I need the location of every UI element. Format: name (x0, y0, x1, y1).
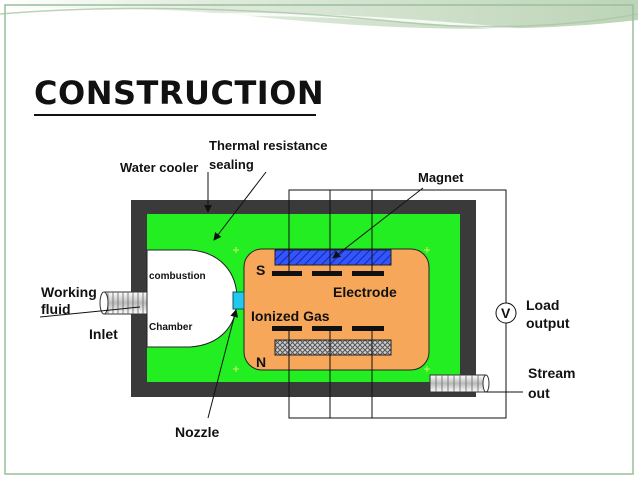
label-load-output-line1: Load (526, 297, 560, 313)
electrodes-top (272, 271, 384, 276)
electrode-top-1 (272, 271, 302, 276)
label-stream-out-line2: out (528, 385, 550, 401)
electrode-top-3 (352, 271, 384, 276)
label-s-pole: S (256, 262, 266, 278)
voltmeter-circle (495, 302, 517, 324)
slide-border (4, 4, 634, 475)
slide-title: CONSTRUCTION (34, 74, 325, 112)
electrode-bottom-2 (312, 326, 342, 331)
channel-ticks (233, 247, 430, 372)
label-chamber: Chamber (149, 322, 193, 333)
electrode-bottom-1 (272, 326, 302, 331)
label-n-pole: N (256, 354, 267, 370)
label-nozzle: Nozzle (175, 424, 220, 440)
label-inlet: Inlet (89, 326, 118, 342)
electrodes-bottom (272, 326, 384, 331)
nozzle-block (232, 291, 245, 310)
header-band (0, 0, 638, 34)
title-underline (34, 114, 316, 116)
arrow-magnet (332, 187, 424, 259)
label-thermal-resistance: Thermal resistance (209, 138, 328, 153)
magnet-bottom (274, 339, 392, 356)
arrow-thermal-resistance (213, 171, 267, 241)
arrow-nozzle (207, 309, 239, 419)
stream-out-pipe (429, 374, 490, 393)
label-ionized-gas: Ionized Gas (251, 308, 330, 324)
inlet-pipe (99, 291, 148, 315)
label-combustion: combustion (149, 271, 206, 282)
label-sealing: sealing (209, 157, 254, 172)
label-working-fluid-line2: fluid (41, 301, 71, 317)
electrode-top-2 (312, 271, 342, 276)
label-working-fluid-line1: Working (41, 284, 97, 300)
leader-lines (204, 171, 424, 419)
label-load-output-line2: output (526, 315, 570, 331)
electrode-bottom-3 (352, 326, 384, 331)
working-fluid-flow-line (39, 306, 141, 318)
label-electrode: Electrode (333, 284, 397, 300)
label-stream-out-line1: Stream (528, 365, 576, 381)
voltmeter-symbol: V (501, 305, 511, 321)
label-magnet: Magnet (418, 170, 464, 185)
load-wiring (288, 189, 507, 419)
label-water-cooler: Water cooler (120, 160, 199, 175)
